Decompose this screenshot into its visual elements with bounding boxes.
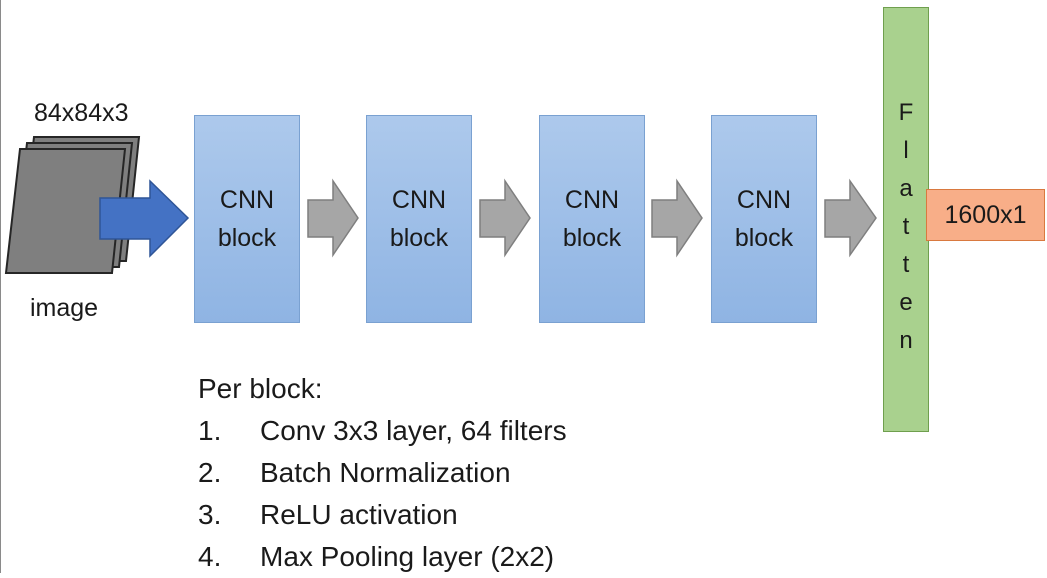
cnn-block-4-line2: block: [734, 224, 794, 252]
notes-title: Per block:: [198, 373, 323, 404]
flatten-letter: n: [899, 327, 913, 354]
cnn-block-1: CNN block: [194, 115, 300, 323]
notes-step-text: Conv 3x3 layer, 64 filters: [260, 415, 567, 446]
cnn-block-1-line1: CNN: [219, 186, 275, 214]
notes-step-number: 2.: [198, 457, 222, 488]
notes-step-text: Batch Normalization: [260, 457, 511, 488]
cnn-block-2-line2: block: [389, 224, 449, 252]
cnn-block-4-line1: CNN: [736, 186, 792, 214]
cnn-block-2: CNN block: [366, 115, 472, 323]
flatten-letter: F: [898, 99, 914, 126]
flatten-letter: a: [899, 175, 913, 202]
flatten-letter: t: [902, 251, 910, 278]
notes-step-1: 1. Conv 3x3 layer, 64 filters: [198, 410, 567, 452]
flatten-layer: F l a t t e n: [883, 7, 929, 432]
cnn-block-4: CNN block: [711, 115, 817, 323]
flow-arrow-icon-1: [307, 178, 359, 258]
image-layer-front: [4, 148, 127, 274]
notes-step-text: Max Pooling layer (2x2): [260, 541, 555, 572]
notes-step-2: 2. Batch Normalization: [198, 452, 567, 494]
per-block-notes: Per block: 1. Conv 3x3 layer, 64 filters…: [198, 368, 567, 578]
cnn-block-2-line1: CNN: [391, 186, 447, 214]
cnn-block-3: CNN block: [539, 115, 645, 323]
notes-step-3: 3. ReLU activation: [198, 494, 567, 536]
flatten-letter: l: [903, 137, 909, 164]
flatten-letter: e: [899, 289, 913, 316]
notes-step-number: 1.: [198, 415, 222, 446]
input-arrow-icon: [99, 179, 190, 258]
input-image-caption: image: [30, 294, 99, 322]
flow-arrow-icon-2: [479, 178, 531, 258]
output-vector-label: 1600x1: [944, 200, 1027, 229]
cnn-block-3-line1: CNN: [564, 186, 620, 214]
flow-arrow-icon-3: [651, 178, 703, 258]
notes-step-4: 4. Max Pooling layer (2x2): [198, 536, 567, 578]
flow-arrow-icon-4: [824, 178, 877, 258]
flatten-letter: t: [902, 213, 910, 240]
output-vector-box: 1600x1: [926, 189, 1045, 241]
cnn-block-3-line2: block: [562, 224, 622, 252]
left-border-line: [0, 0, 1, 573]
notes-step-number: 3.: [198, 499, 222, 530]
notes-step-text: ReLU activation: [260, 499, 458, 530]
input-size-label: 84x84x3: [34, 99, 129, 127]
cnn-block-1-line2: block: [217, 224, 277, 252]
notes-step-number: 4.: [198, 541, 222, 572]
